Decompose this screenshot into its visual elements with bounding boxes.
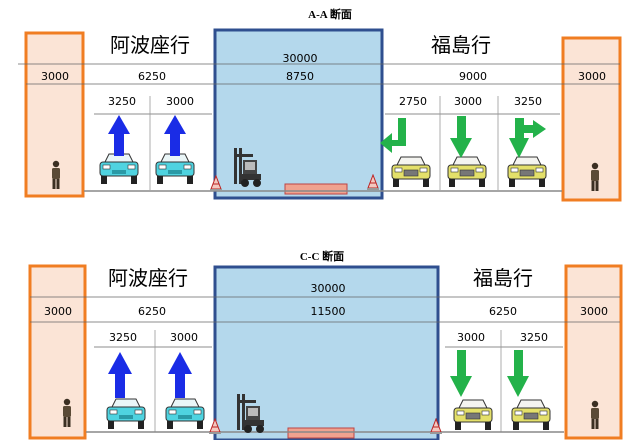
car-icon	[453, 399, 493, 431]
total-width-cc: 30000	[311, 282, 346, 295]
dim-right-road-cc: 6250	[489, 305, 517, 318]
section-cc: C-C 断面 阿波座行 福島行 30000 3000 6250 11500 62…	[28, 249, 623, 440]
lane-separators-aa	[149, 96, 499, 190]
car-icon	[165, 398, 205, 430]
dim-left-lane-1-aa: 3250	[108, 95, 136, 108]
dimension-lines-cc	[30, 296, 620, 348]
car-icon	[155, 153, 195, 185]
direction-label-left-cc: 阿波座行	[108, 266, 188, 290]
lane-separators-cc	[154, 330, 502, 432]
car-icon	[511, 399, 551, 431]
arrow-down-icon	[450, 350, 472, 397]
arrow-down-icon	[507, 350, 529, 397]
dim-left-sidewalk-aa: 3000	[41, 70, 69, 83]
section-aa: A-A 断面 阿波座行 福島行 30000 3000 6250 8750 900…	[18, 7, 622, 202]
direction-label-right-aa: 福島行	[431, 33, 491, 57]
dim-median-aa: 8750	[286, 70, 314, 83]
car-icon	[507, 156, 547, 188]
total-width-aa: 30000	[283, 52, 318, 65]
dim-right-lane-2-aa: 3000	[454, 95, 482, 108]
arrow-up-icon	[168, 352, 192, 398]
dim-left-lane-2-aa: 3000	[166, 95, 194, 108]
dim-left-sidewalk-cc: 3000	[44, 305, 72, 318]
arrow-down-icon	[450, 116, 472, 158]
dim-right-sidewalk-cc: 3000	[580, 305, 608, 318]
dim-right-lane-2-cc: 3250	[520, 331, 548, 344]
median-aa	[213, 28, 384, 200]
arrow-turn-left-icon	[380, 118, 406, 153]
dim-left-lane-1-cc: 3250	[109, 331, 137, 344]
sidewalk-left-cc	[28, 264, 87, 440]
dim-left-lane-2-cc: 3000	[170, 331, 198, 344]
direction-label-right-cc: 福島行	[473, 266, 533, 290]
arrow-up-icon	[164, 115, 186, 156]
dim-right-lane-3-aa: 3250	[514, 95, 542, 108]
car-icon	[106, 398, 146, 430]
arrow-up-icon	[108, 115, 130, 156]
direction-label-left-aa: 阿波座行	[110, 33, 190, 57]
median-base-cc	[287, 427, 355, 439]
dim-left-road-cc: 6250	[138, 305, 166, 318]
dim-right-sidewalk-aa: 3000	[578, 70, 606, 83]
dim-median-cc: 11500	[311, 305, 346, 318]
median-base-aa	[284, 183, 348, 195]
section-cc-title: C-C 断面	[300, 249, 344, 263]
dim-right-lane-1-cc: 3000	[457, 331, 485, 344]
car-icon	[99, 153, 139, 185]
car-icon	[391, 156, 431, 188]
section-aa-title: A-A 断面	[308, 7, 352, 21]
sidewalk-right-aa	[561, 36, 622, 202]
car-icon	[447, 156, 487, 188]
dim-right-road-aa: 9000	[459, 70, 487, 83]
dim-left-road-aa: 6250	[138, 70, 166, 83]
arrow-turn-right-icon	[509, 118, 546, 158]
dimension-lines-aa	[18, 63, 620, 115]
dim-right-lane-1-aa: 2750	[399, 95, 427, 108]
arrow-up-icon	[108, 352, 132, 398]
